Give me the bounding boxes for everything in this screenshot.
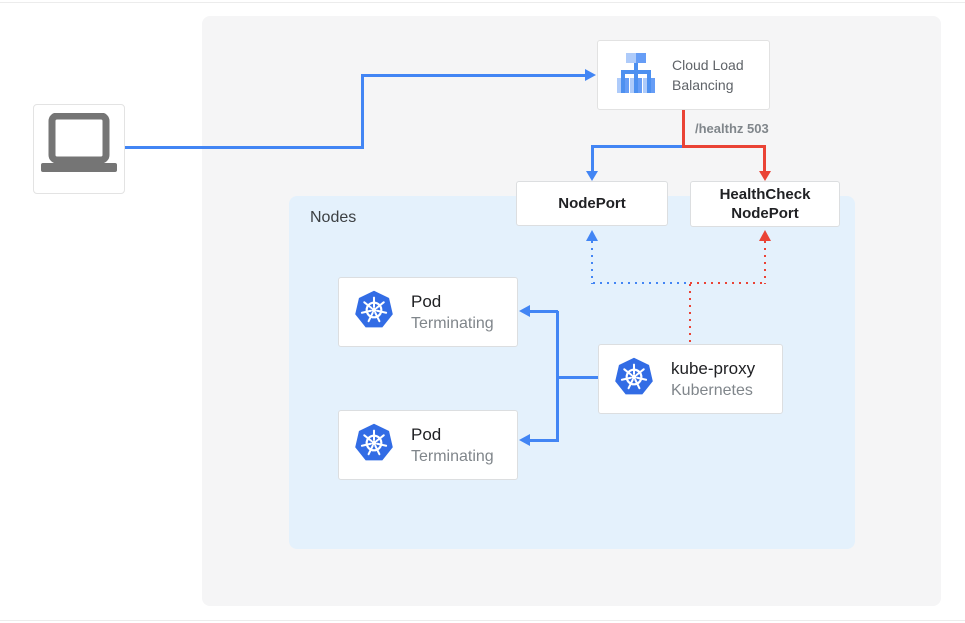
healthz-status-label: /healthz 503 (695, 121, 769, 136)
cloud-load-balancing-node: Cloud Load Balancing (597, 40, 770, 110)
client-device-node (33, 104, 125, 194)
arrow-to-pod1 (519, 305, 530, 317)
pod-status: Terminating (411, 448, 494, 465)
kubernetes-icon (352, 421, 396, 470)
nodes-label: Nodes (310, 209, 357, 226)
load-balancer-icon (613, 51, 659, 100)
arrow-to-pod2 (519, 434, 530, 446)
kube-proxy-subtitle: Kubernetes (671, 382, 753, 399)
kubernetes-icon (612, 355, 656, 404)
laptop-icon (39, 112, 119, 186)
pod-status: Terminating (411, 315, 494, 332)
bottom-divider (0, 620, 965, 621)
kube-proxy-title: kube-proxy (671, 359, 756, 378)
kube-proxy-node: kube-proxy Kubernetes (598, 344, 783, 414)
pod-title: Pod (411, 425, 442, 444)
pod-title: Pod (411, 292, 442, 311)
healthcheck-nodeport-label: HealthCheck NodePort (719, 186, 811, 222)
top-divider (0, 2, 965, 3)
kubernetes-icon (352, 288, 396, 337)
healthcheck-nodeport-node: HealthCheck NodePort (690, 181, 840, 227)
pod-node-1: Pod Terminating (338, 277, 518, 347)
nodeport-label: NodePort (558, 195, 626, 212)
nodeport-node: NodePort (516, 181, 668, 226)
cloud-load-balancing-label: Cloud Load Balancing (672, 57, 744, 93)
pod-node-2: Pod Terminating (338, 410, 518, 480)
